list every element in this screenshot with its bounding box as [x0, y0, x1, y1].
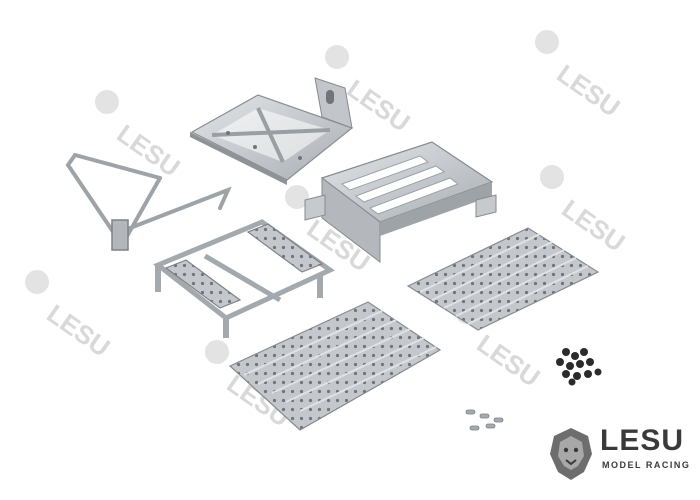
mounting-plate	[190, 77, 354, 185]
small-screws	[465, 409, 504, 431]
perforated-deck-plate-left	[228, 301, 442, 431]
brand-tagline: MODEL RACING	[602, 460, 691, 470]
ladder-step-frame	[153, 219, 335, 338]
watermark-text: LESU	[552, 58, 626, 122]
rear-view-mirror-bracket	[65, 152, 232, 251]
watermark-text: LESU	[557, 193, 631, 257]
battery-tray	[304, 141, 497, 264]
watermark-text: LESU	[42, 298, 116, 362]
perforated-deck-plate-right	[406, 227, 600, 331]
watermark-text: LESU	[472, 328, 546, 392]
watermark: LESU	[95, 90, 186, 183]
watermark: LESU	[25, 270, 116, 363]
lion-emblem-icon	[550, 428, 592, 480]
screw-set	[556, 348, 602, 386]
brand-name: LESU	[600, 424, 685, 457]
brand-logo: LESU MODEL RACING	[548, 424, 693, 486]
watermark: LESU	[535, 30, 626, 123]
